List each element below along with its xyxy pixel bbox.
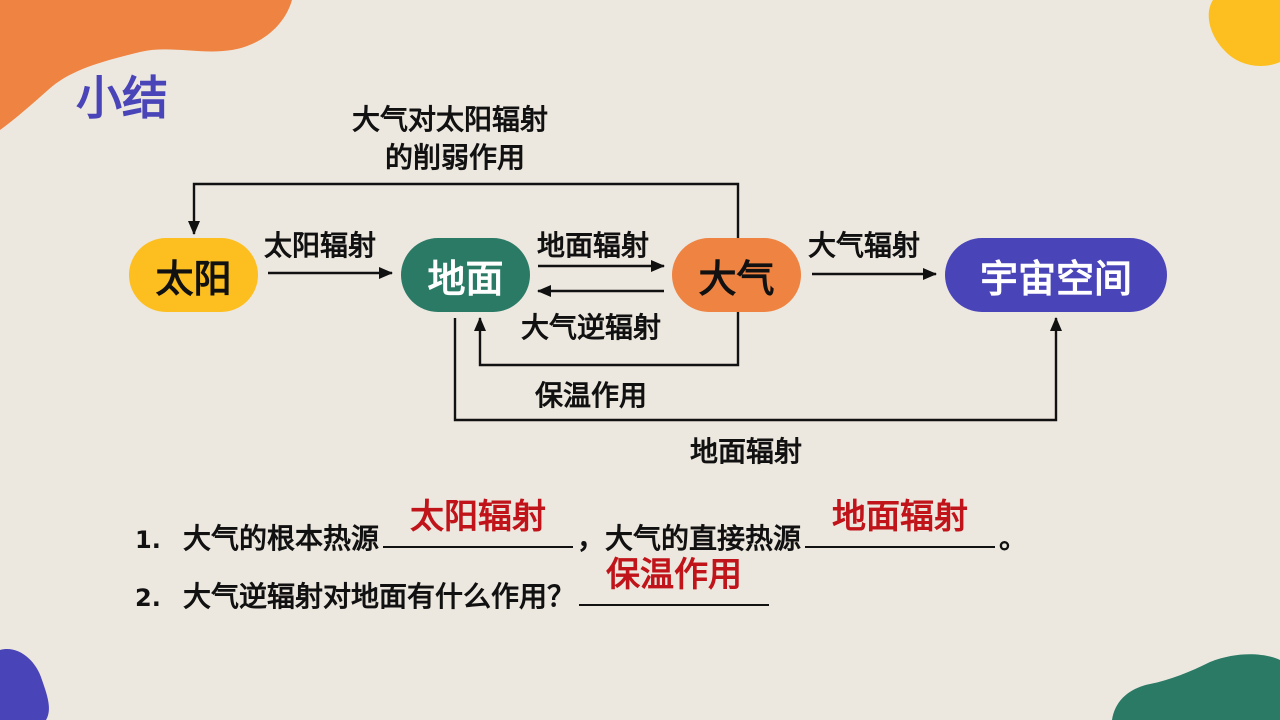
answer-text: 太阳辐射: [410, 497, 547, 537]
answer-text: 保温作用: [606, 555, 743, 595]
ground-to-space-arrow: [453, 317, 1062, 422]
ground-radiation-label: 地面辐射: [537, 229, 650, 262]
answer-blank: 地面辐射: [805, 497, 996, 548]
question-2: 2. 大气逆辐射对地面有什么作用？ 保温作用: [135, 555, 773, 615]
question-text: ，大气的直接热源: [577, 522, 802, 555]
question-text: 大气逆辐射对地面有什么作用？: [183, 580, 576, 613]
orange-blob: [0, 0, 292, 130]
solar-radiation-label: 太阳辐射: [264, 229, 377, 262]
yellow-blob: [1208, 0, 1280, 66]
question-end: 。: [999, 522, 1028, 555]
green-blob: [1112, 654, 1280, 720]
page-title: 小结: [76, 71, 168, 125]
purple-blob: [0, 649, 49, 720]
answer-blank: 太阳辐射: [383, 497, 574, 548]
weakening-label-line2: 的削弱作用: [385, 141, 526, 174]
atmospheric-radiation-label: 大气辐射: [808, 229, 921, 262]
weakening-loop-arrow: [188, 182, 740, 238]
answer-blank: 保温作用: [579, 555, 770, 606]
question-number: 2.: [135, 584, 161, 612]
insulation-label: 保温作用: [535, 379, 648, 412]
insulation-loop-arrow: [474, 312, 740, 367]
node-sun: 太阳: [129, 238, 258, 312]
weakening-label-line1: 大气对太阳辐射: [352, 103, 549, 136]
question-1: 1. 大气的根本热源 太阳辐射 ，大气的直接热源 地面辐射 。: [135, 497, 1028, 557]
node-space: 宇宙空间: [945, 238, 1167, 312]
question-number: 1.: [135, 526, 161, 554]
node-atmosphere: 大气: [672, 238, 801, 312]
ground-radiation-space-label: 地面辐射: [690, 435, 803, 468]
answer-text: 地面辐射: [832, 497, 969, 537]
counter-radiation-label: 大气逆辐射: [521, 311, 662, 344]
question-text: 大气的根本热源: [183, 522, 380, 555]
node-earth: 地面: [401, 238, 530, 312]
